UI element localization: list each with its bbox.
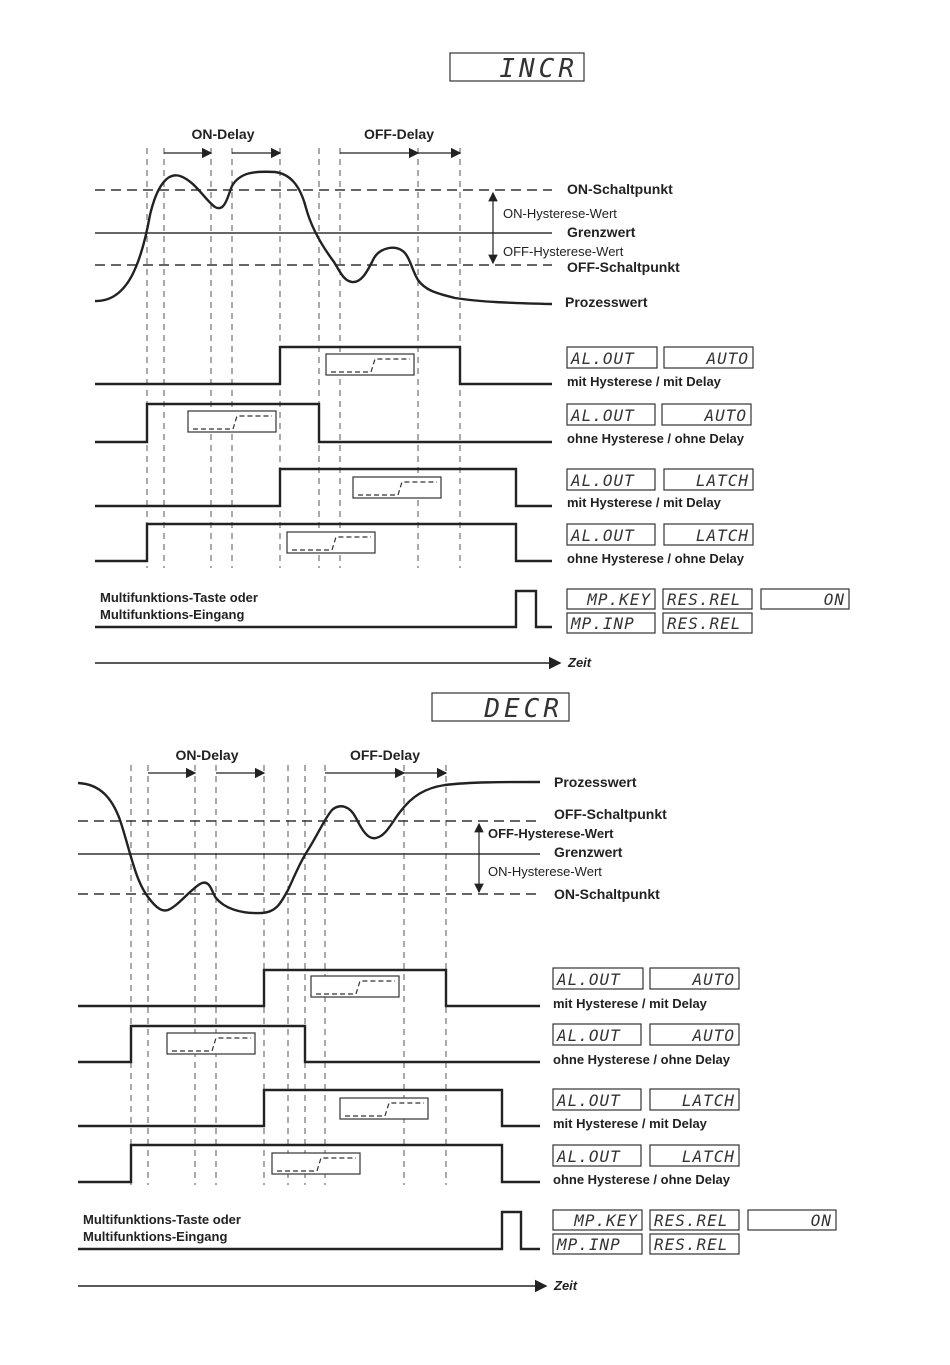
decr-mpkey: MP.KEY	[573, 1211, 638, 1230]
decr-row-2-caption: ohne Hysterese / ohne Delay	[553, 1052, 731, 1067]
incr-row-1-disp1: AL.OUT	[570, 349, 635, 368]
incr-row-4-disp1: AL.OUT	[570, 526, 635, 545]
incr-grenzwert-label: Grenzwert	[567, 224, 636, 240]
incr-on-schaltpunkt-label: ON-Schaltpunkt	[567, 181, 673, 197]
incr-row-1: AL.OUT AUTO mit Hysterese / mit Delay	[566, 346, 754, 389]
decr-on-schaltpunkt-label: ON-Schaltpunkt	[554, 886, 660, 902]
incr-row-2-disp2: AUTO	[703, 406, 747, 425]
incr-zeit-label: Zeit	[567, 655, 592, 670]
decr-signal-auto-mit	[78, 968, 540, 1008]
incr-row-3-disp1: AL.OUT	[570, 471, 635, 490]
decr-row-4-caption: ohne Hysterese / ohne Delay	[553, 1172, 731, 1187]
incr-signal-auto-ohne	[95, 402, 552, 444]
incr-off-delay-label: OFF-Delay	[364, 126, 434, 142]
decr-multi-displays: MP.KEY RES.REL ON MP.INP RES.REL	[552, 1209, 837, 1255]
decr-row-2-disp1: AL.OUT	[556, 1026, 621, 1045]
decr-signal-latch-mit	[78, 1088, 540, 1128]
decr-multi-label-2: Multifunktions-Eingang	[83, 1229, 227, 1244]
decr-row-2-disp2: AUTO	[691, 1026, 735, 1045]
decr-signal-auto-ohne	[78, 1024, 540, 1064]
incr-hysteresis-icon-3	[352, 476, 442, 499]
incr-section: INCR ON-Delay OFF-Delay ON-Schaltpunkt O…	[94, 52, 850, 670]
incr-row-1-caption: mit Hysterese / mit Delay	[567, 374, 722, 389]
decr-row-3: AL.OUT LATCH mit Hysterese / mit Delay	[552, 1088, 740, 1131]
decr-row-1-disp1: AL.OUT	[556, 970, 621, 989]
incr-mpinp: MP.INP	[570, 614, 635, 633]
decr-on-hysterese-label: ON-Hysterese-Wert	[488, 864, 602, 879]
incr-multi-displays: MP.KEY RES.REL ON MP.INP RES.REL	[566, 588, 850, 634]
incr-row-3: AL.OUT LATCH mit Hysterese / mit Delay	[566, 468, 754, 510]
incr-hysteresis-icon-2	[187, 410, 277, 433]
incr-row-2-caption: ohne Hysterese / ohne Delay	[567, 431, 745, 446]
decr-resrel-2: RES.REL	[654, 1235, 728, 1254]
decr-grenzwert-label: Grenzwert	[554, 844, 623, 860]
decr-row-1: AL.OUT AUTO mit Hysterese / mit Delay	[552, 967, 740, 1011]
incr-multi-label-1: Multifunktions-Taste oder	[100, 590, 258, 605]
incr-signal-latch-mit	[95, 467, 552, 508]
decr-multi-label-1: Multifunktions-Taste oder	[83, 1212, 241, 1227]
incr-off-hysterese-label: OFF-Hysterese-Wert	[503, 244, 624, 259]
incr-signal-multi	[95, 589, 552, 629]
incr-mode-display	[449, 52, 585, 82]
incr-row-3-disp2: LATCH	[696, 471, 749, 490]
decr-mpinp: MP.INP	[556, 1235, 621, 1254]
incr-on-delay-label: ON-Delay	[191, 126, 254, 142]
decr-hysteresis-icon-4	[271, 1152, 361, 1175]
decr-row-3-disp2: LATCH	[682, 1091, 735, 1110]
incr-row-2-disp1: AL.OUT	[570, 406, 635, 425]
incr-mode-display-text: INCR	[499, 54, 578, 84]
incr-hysteresis-icon-1	[325, 353, 415, 376]
decr-hysteresis-icon-1	[310, 975, 400, 998]
decr-signal-multi	[78, 1210, 540, 1251]
incr-signal-latch-ohne	[95, 522, 552, 563]
decr-resrel: RES.REL	[654, 1211, 728, 1230]
decr-mode-display-text: DECR	[483, 694, 563, 724]
decr-row-4-disp1: AL.OUT	[556, 1147, 621, 1166]
decr-zeit-label: Zeit	[553, 1278, 578, 1293]
decr-off-schaltpunkt-label: OFF-Schaltpunkt	[554, 806, 667, 822]
decr-on-delay-label: ON-Delay	[175, 747, 238, 763]
incr-on-value: ON	[824, 590, 845, 609]
decr-row-4-disp2: LATCH	[682, 1147, 735, 1166]
decr-row-3-caption: mit Hysterese / mit Delay	[553, 1116, 708, 1131]
decr-hysteresis-icon-2	[166, 1032, 256, 1055]
decr-mode-display	[431, 692, 570, 722]
decr-on-value: ON	[811, 1211, 832, 1230]
incr-resrel: RES.REL	[667, 590, 741, 609]
incr-resrel-2: RES.REL	[667, 614, 741, 633]
decr-signal-latch-ohne	[78, 1143, 540, 1184]
incr-mpkey: MP.KEY	[586, 590, 651, 609]
incr-signal-auto-mit	[95, 345, 552, 386]
decr-process-curve	[77, 780, 541, 915]
decr-row-4: AL.OUT LATCH ohne Hysterese / ohne Delay	[552, 1144, 740, 1187]
incr-hysteresis-icon-4	[286, 531, 376, 554]
incr-row-3-caption: mit Hysterese / mit Delay	[567, 495, 722, 510]
decr-prozesswert-label: Prozesswert	[554, 774, 637, 790]
incr-process-curve	[94, 170, 553, 306]
decr-hysteresis-icon-3	[339, 1097, 429, 1120]
decr-section: DECR ON-Delay OFF-Delay Prozesswert OFF-…	[77, 692, 837, 1293]
decr-off-delay-label: OFF-Delay	[350, 747, 420, 763]
incr-row-4-disp2: LATCH	[696, 526, 749, 545]
decr-off-hysterese-label: OFF-Hysterese-Wert	[488, 826, 614, 841]
incr-row-1-disp2: AUTO	[705, 349, 749, 368]
decr-row-1-disp2: AUTO	[691, 970, 735, 989]
incr-off-schaltpunkt-label: OFF-Schaltpunkt	[567, 259, 680, 275]
incr-row-2: AL.OUT AUTO ohne Hysterese / ohne Delay	[566, 403, 752, 446]
incr-multi-label-2: Multifunktions-Eingang	[100, 607, 244, 622]
incr-row-4: AL.OUT LATCH ohne Hysterese / ohne Delay	[566, 523, 754, 566]
incr-row-4-caption: ohne Hysterese / ohne Delay	[567, 551, 745, 566]
incr-prozesswert-label: Prozesswert	[565, 294, 648, 310]
decr-guides	[130, 765, 447, 1185]
decr-row-2: AL.OUT AUTO ohne Hysterese / ohne Delay	[552, 1023, 740, 1067]
decr-row-1-caption: mit Hysterese / mit Delay	[553, 996, 708, 1011]
decr-row-3-disp1: AL.OUT	[556, 1091, 621, 1110]
incr-on-hysterese-label: ON-Hysterese-Wert	[503, 206, 617, 221]
